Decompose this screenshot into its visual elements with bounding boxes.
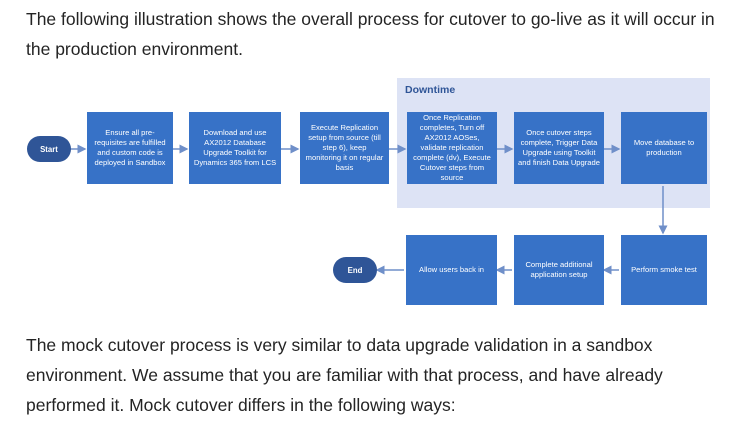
step-download-toolkit: Download and use AX2012 Database Upgrade… [189,112,281,184]
intro-paragraph: The following illustration shows the ove… [26,9,715,59]
downtime-label: Downtime [405,84,456,96]
step-cutover-steps: Once Replication completes, Turn off AX2… [407,112,497,184]
mock-cutover-paragraph: The mock cutover process is very similar… [26,335,663,415]
step-prerequisites: Ensure all pre-requisites are fulfilled … [87,112,173,184]
step-allow-users: Allow users back in [406,235,497,305]
step-execute-replication: Execute Replication setup from source (t… [300,112,389,184]
step-smoke-test: Perform smoke test [621,235,707,305]
step-move-database: Move database to production [621,112,707,184]
start-terminal: Start [27,136,71,162]
end-terminal: End [333,257,377,283]
step-application-setup: Complete additional application setup [514,235,604,305]
step-data-upgrade: Once cutover steps complete, Trigger Dat… [514,112,604,184]
